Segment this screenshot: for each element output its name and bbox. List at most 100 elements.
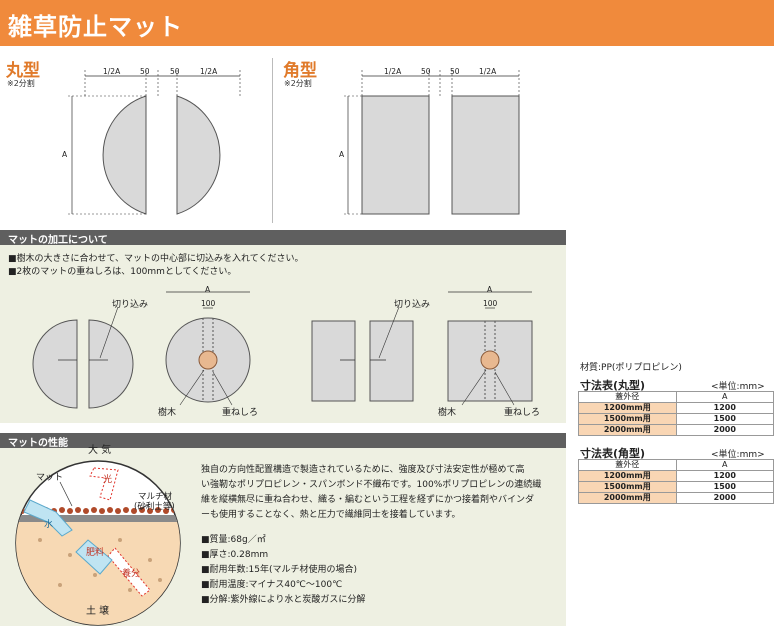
table-cell: 1500mm用 <box>578 413 677 425</box>
table-square-title: 寸法表(角型) <box>580 447 646 460</box>
label-mat: マット <box>36 473 64 483</box>
nutrient-arrow <box>107 547 151 597</box>
round-tree <box>198 350 218 370</box>
spec-mass: ■質量:68g／㎡ <box>201 535 266 545</box>
table-row: 1200mm用 1200 <box>578 402 774 414</box>
square-dim-overlap: 100 <box>483 299 498 308</box>
table-cell: 1500 <box>675 481 774 493</box>
round-cut-right <box>88 319 134 409</box>
table-row: 1200mm用 1200 <box>578 470 774 482</box>
round-dim-gap-right: 50 <box>170 67 180 76</box>
label-water: 水 <box>44 520 54 530</box>
square-tree <box>480 350 500 370</box>
material-text: 材質:PP(ポリプロピレン) <box>580 363 682 373</box>
round-mat-left-half <box>102 95 147 215</box>
table-row: 2000mm用 2000 <box>578 492 774 504</box>
table-square-unit: <単位:mm> <box>711 450 765 460</box>
desc-line-4: ーも使用することなく、熱と圧力で繊維同士を接着しています。 <box>201 510 461 520</box>
table-round-unit: <単位:mm> <box>711 382 765 392</box>
water-arrow <box>23 499 73 537</box>
square-mat-right-half <box>451 95 520 215</box>
square-dim-a: A <box>339 150 345 159</box>
label-soil: 土 壌 <box>86 606 110 617</box>
table-header-row: 蓋外径 A <box>578 391 774 403</box>
square-dim-half-left: 1/2A <box>384 67 402 76</box>
square-mat-left-half <box>361 95 430 215</box>
processing-heading: マットの加工について <box>8 235 108 246</box>
table-row: 1500mm用 1500 <box>578 481 774 493</box>
desc-line-2: い強靭なポリプロピレン・スパンボンド不織布です。100%ポリプロピレンの連続繊 <box>201 480 542 490</box>
table-row: 1500mm用 1500 <box>578 413 774 425</box>
table-header-row: 蓋外径 A <box>578 459 774 471</box>
round-dim-overlap: 100 <box>201 299 216 308</box>
fertilizer-arrow <box>75 539 113 575</box>
round-dim-half-left: 1/2A <box>103 67 121 76</box>
round-dim-a: A <box>62 150 68 159</box>
square-tree-label: 樹木 <box>438 408 457 418</box>
square-dim-gap-right: 50 <box>450 67 460 76</box>
desc-line-3: 維を縦横無尽に重ね合わせ、織る・編むという工程を経ずにかつ接着剤やバインダ <box>201 495 535 505</box>
round-dim-gap-left: 50 <box>140 67 150 76</box>
square-dim-half-right: 1/2A <box>479 67 497 76</box>
square-cut-label: 切り込み <box>394 300 431 310</box>
round-dim-half-right: 1/2A <box>200 67 218 76</box>
square-dim-a-bottom: A <box>487 285 493 294</box>
table-cell: 1200mm用 <box>578 402 677 414</box>
table-header-cell: A <box>675 391 774 403</box>
table-cell: 2000mm用 <box>578 492 677 504</box>
square-overlap-label: 重ねしろ <box>504 408 541 418</box>
table-cell: 1200mm用 <box>578 470 677 482</box>
processing-line1: ■樹木の大きさに合わせて、マットの中心部に切込みを入れてください。 <box>8 254 304 264</box>
spec-temperature: ■耐用温度:マイナス40℃～100℃ <box>201 580 343 590</box>
round-overlap-label: 重ねしろ <box>222 408 259 418</box>
label-fertilizer: 肥料 <box>86 548 105 558</box>
label-light: 光 <box>103 475 113 485</box>
table-header-cell: A <box>675 459 774 471</box>
round-mat-right-half <box>176 95 221 215</box>
round-split-note: ※2分割 <box>7 79 35 88</box>
performance-heading: マットの性能 <box>8 438 68 449</box>
square-type-label: 角型 <box>283 61 317 81</box>
round-dim-a-bottom: A <box>205 285 211 294</box>
processing-line2: ■2枚のマットの重ねしろは、100mmとしてください。 <box>8 267 237 277</box>
table-round: 蓋外径 A 1200mm用 1200 1500mm用 1500 2000mm用 … <box>578 391 774 436</box>
square-cut-left <box>311 320 356 402</box>
page-title: 雑草防止マット <box>8 13 183 41</box>
round-cut-left <box>32 319 78 409</box>
table-header-cell: 蓋外径 <box>578 391 677 403</box>
label-mulch-sub: (砂利土等) <box>134 502 175 512</box>
label-mulch: マルチ材 <box>138 492 173 502</box>
round-type-label: 丸型 <box>6 61 40 81</box>
performance-bar: マットの性能 <box>0 433 566 449</box>
spec-lifetime: ■耐用年数:15年(マルチ材使用の場合) <box>201 565 358 575</box>
square-cut-right <box>369 320 414 402</box>
spec-decomposition: ■分解:紫外線により水と炭酸ガスに分解 <box>201 595 366 605</box>
table-cell: 2000 <box>675 424 774 436</box>
table-cell: 1500 <box>675 413 774 425</box>
label-nutrient: 養分 <box>122 569 141 579</box>
table-header-cell: 蓋外径 <box>578 459 677 471</box>
table-cell: 1200 <box>675 402 774 414</box>
label-air: 大 気 <box>88 445 112 456</box>
desc-line-1: 独自の方向性配置構造で製造されているために、強度及び寸法安定性が極めて高 <box>201 465 525 475</box>
table-square: 蓋外径 A 1200mm用 1200 1500mm用 1500 2000mm用 … <box>578 459 774 504</box>
square-split-note: ※2分割 <box>284 79 312 88</box>
table-cell: 2000mm用 <box>578 424 677 436</box>
table-cell: 2000 <box>675 492 774 504</box>
table-row: 2000mm用 2000 <box>578 424 774 436</box>
spec-thickness: ■厚さ:0.28mm <box>201 550 269 560</box>
page-header: 雑草防止マット <box>0 0 774 46</box>
processing-bar: マットの加工について <box>0 230 566 246</box>
light-arrow <box>89 467 119 501</box>
table-cell: 1200 <box>675 470 774 482</box>
divider <box>272 58 273 223</box>
table-cell: 1500mm用 <box>578 481 677 493</box>
round-tree-label: 樹木 <box>158 408 177 418</box>
table-round-title: 寸法表(丸型) <box>580 379 646 392</box>
round-cut-label: 切り込み <box>112 300 149 310</box>
square-dim-gap-left: 50 <box>421 67 431 76</box>
mat-layer <box>16 515 180 522</box>
